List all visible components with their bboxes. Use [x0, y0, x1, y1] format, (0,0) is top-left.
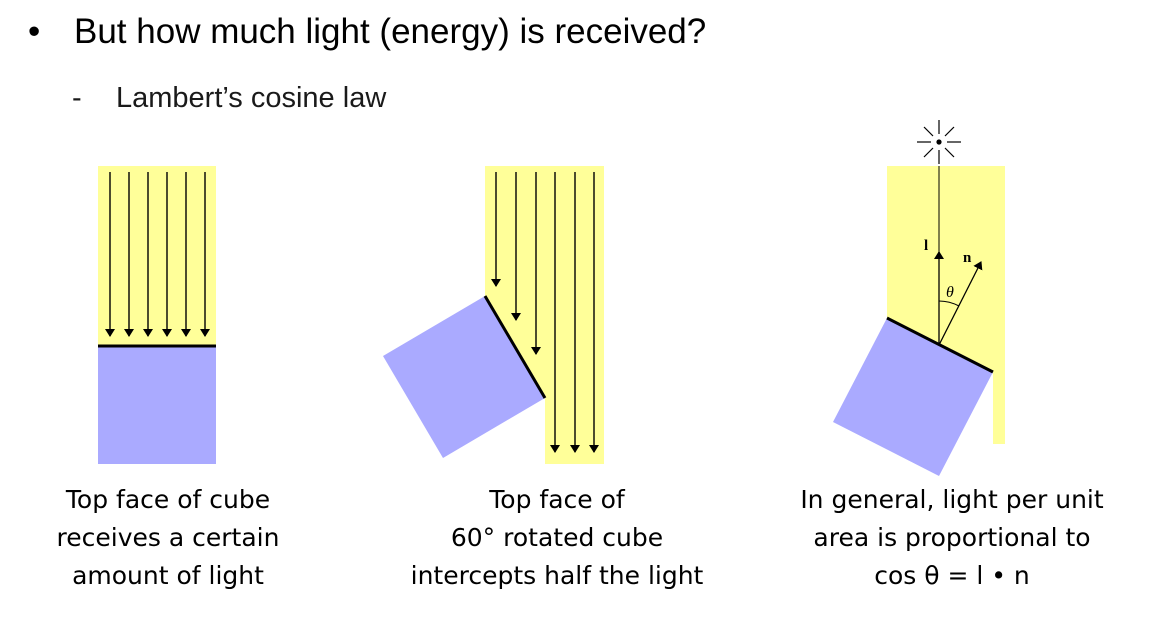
caption-1-line-3: amount of light	[72, 561, 264, 590]
light-beam-2	[485, 166, 604, 464]
angle-arc	[938, 300, 960, 307]
caption-3-line-3: cos θ = l • n	[874, 561, 1030, 590]
sub-bullet: - Lambert’s cosine law	[72, 78, 386, 118]
caption-2-line-2: 60° rotated cube	[450, 523, 664, 552]
top-face-3	[886, 316, 994, 374]
caption-1-line-1: Top face of cube	[65, 485, 271, 514]
caption-1-line-2: receives a certain	[56, 523, 280, 552]
light-vector-label: l	[924, 238, 928, 254]
panel-3-illustration: l n θ	[833, 120, 1005, 476]
bullet-glyph: •	[28, 12, 41, 51]
caption-panel-3: In general, light per unit area is propo…	[782, 481, 1122, 595]
light-beam-3	[887, 166, 1005, 444]
light-beam-1	[98, 166, 216, 346]
angle-label: θ	[946, 284, 954, 301]
panel-2-illustration	[383, 166, 604, 464]
caption-3-line-1: In general, light per unit	[800, 485, 1104, 514]
sub-bullet-text: Lambert’s cosine law	[116, 82, 387, 114]
caption-panel-1: Top face of cube receives a certain amou…	[30, 481, 306, 595]
caption-panel-2: Top face of 60° rotated cube intercepts …	[384, 481, 730, 595]
panel-1-illustration	[98, 166, 216, 464]
normal-vector-label: n	[963, 250, 972, 266]
light-rays-2	[491, 172, 599, 453]
dash-glyph: -	[72, 82, 82, 114]
caption-2-line-1: Top face of	[489, 485, 625, 514]
caption-3-line-2: area is proportional to	[813, 523, 1091, 552]
cube-3	[833, 318, 993, 476]
normal-vector-arrow	[938, 261, 983, 346]
main-bullet-text: But how much light (energy) is received?	[74, 12, 707, 51]
sun-icon	[917, 120, 961, 164]
caption-2-line-3: intercepts half the light	[410, 561, 704, 590]
cube-2	[383, 296, 545, 458]
main-bullet: • But how much light (energy) is received…	[28, 8, 706, 56]
cube-1	[98, 346, 216, 464]
light-rays-1	[105, 172, 210, 337]
top-face-2	[483, 295, 547, 399]
